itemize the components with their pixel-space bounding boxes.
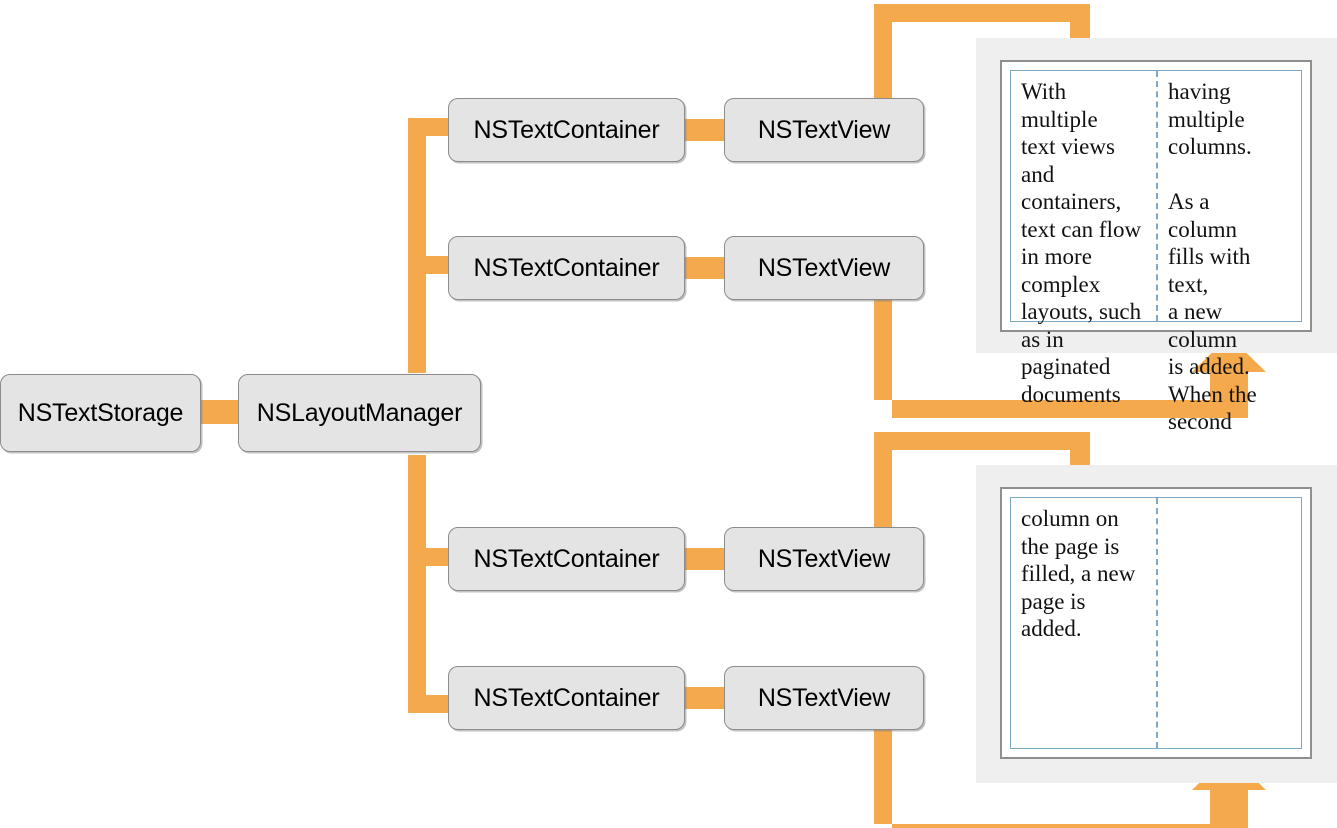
node-nstextview-3[interactable]: NSTextView [724,527,924,591]
node-nstextview-4[interactable]: NSTextView [724,666,924,730]
node-nstextstorage-label: NSTextStorage [17,398,184,427]
node-nstextview-2[interactable]: NSTextView [724,236,924,300]
page-one-text-frame: With multiple text views and containers,… [1010,70,1302,434]
page-one: With multiple text views and containers,… [1000,60,1312,434]
node-nstextview-3-label: NSTextView [757,544,891,573]
connector-trunk-up [408,118,426,373]
node-nslayoutmanager[interactable]: NSLayoutManager [238,374,481,452]
node-nslayoutmanager-label: NSLayoutManager [256,398,463,427]
node-nstextview-4-label: NSTextView [757,683,891,712]
page-two-text-frame: column on the page is filled, a new page… [1010,497,1302,749]
node-nstextcontainer-1-label: NSTextContainer [473,115,660,144]
page-one-column-two: having multiple columns. As a column fil… [1156,71,1301,434]
node-nstextcontainer-3[interactable]: NSTextContainer [448,527,685,591]
page-two-column-two [1156,498,1301,748]
node-nstextcontainer-2[interactable]: NSTextContainer [448,236,685,300]
node-nstextcontainer-1[interactable]: NSTextContainer [448,98,685,162]
node-nstextview-1[interactable]: NSTextView [724,98,924,162]
connector-trunk-down [408,455,426,713]
node-nstextcontainer-4[interactable]: NSTextContainer [448,666,685,730]
page-two-column-one: column on the page is filled, a new page… [1021,506,1136,641]
node-nstextcontainer-4-label: NSTextContainer [473,683,660,712]
page-two: column on the page is filled, a new page… [1000,487,1312,759]
node-nstextstorage[interactable]: NSTextStorage [0,374,201,452]
node-nstextview-1-label: NSTextView [757,115,891,144]
node-nstextcontainer-3-label: NSTextContainer [473,544,660,573]
node-nstextview-2-label: NSTextView [757,253,891,282]
node-nstextcontainer-2-label: NSTextContainer [473,253,660,282]
page-one-column-one: With multiple text views and containers,… [1021,79,1142,407]
